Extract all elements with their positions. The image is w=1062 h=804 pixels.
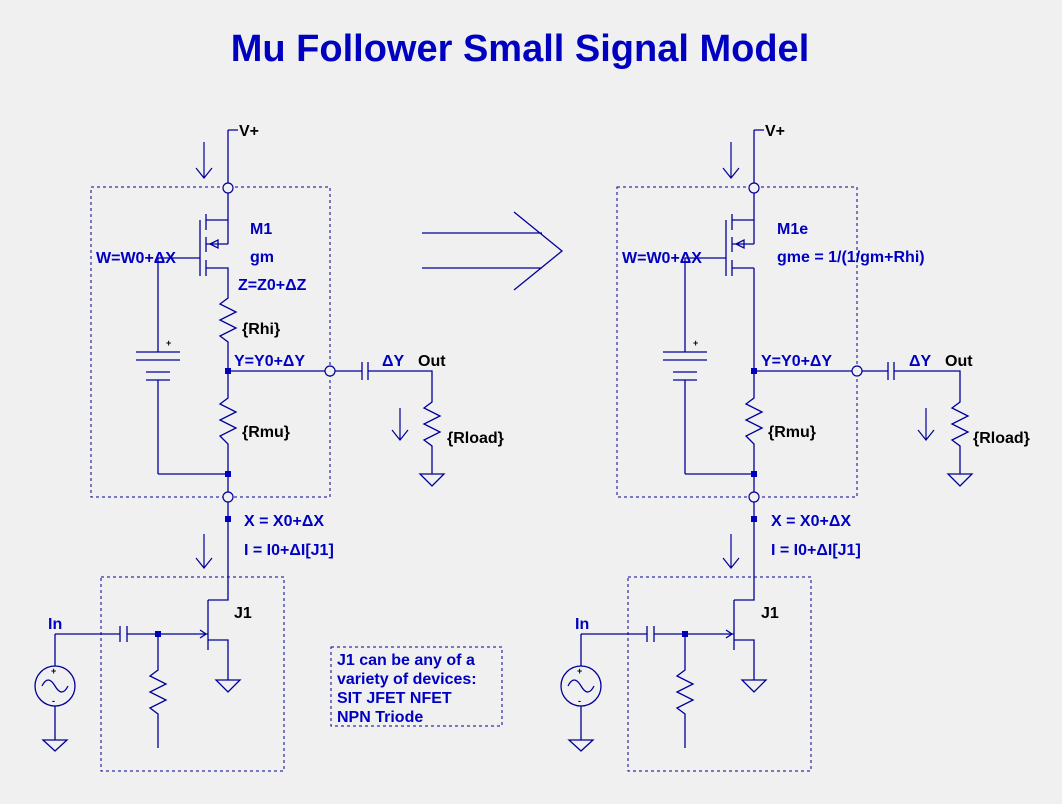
right-output-port [851,365,863,377]
left-rmu-resistor [218,374,238,474]
right-jfet-j1 [581,520,768,693]
left-rmu-label: {Rmu} [242,424,290,441]
right-rmu-label: {Rmu} [768,424,816,441]
left-rhi-label: {Rhi} [242,321,280,338]
left-rload-label: {Rload} [447,430,504,447]
svg-text:+: + [693,338,698,348]
left-in-label: In [48,616,62,633]
right-x-port [748,491,760,503]
left-current-arrow-mid [195,534,213,569]
right-mosfet-m1e [684,214,755,370]
note-box: J1 can be any of a variety of devices: S… [330,646,503,727]
right-output-wire [754,362,961,396]
left-dy-label: ΔY [382,353,405,370]
left-jfet-label: J1 [234,605,252,622]
left-current-arrow-top [195,142,213,179]
left-x-port [222,491,234,503]
right-vplus-label: V+ [765,123,785,140]
right-upper-box [616,186,858,498]
left-output-port [324,365,336,377]
left-upper-box [90,186,331,498]
right-rload-resistor [946,396,974,487]
left-y-label: Y=Y0+ΔY [234,353,305,370]
diagram-title: Mu Follower Small Signal Model [230,28,810,70]
left-lower-box [100,576,285,772]
note-line-1: J1 can be any of a [337,652,475,669]
left-jfet-j1 [55,520,242,693]
left-mosfet-name: M1 [250,221,272,238]
right-rmu-resistor [744,374,764,474]
left-z-label: Z=Z0+ΔZ [238,277,307,294]
left-vplus-label: V+ [239,123,259,140]
right-circuit: + + - V+ M1e gme = 1/(1/gm+Rhi) [560,123,1030,772]
transform-arrow [422,211,564,291]
svg-text:-: - [578,696,581,706]
right-out-label: Out [945,353,973,370]
left-mosfet-m1 [157,214,229,340]
note-line-2: variety of devices: [337,671,477,688]
right-current-arrow-load [917,408,935,441]
right-mosfet-param: gme = 1/(1/gm+Rhi) [777,249,925,266]
left-out-label: Out [418,353,446,370]
left-circuit: + + - [34,123,504,772]
right-signal-source: + - [560,634,602,752]
left-x-label: X = X0+ΔX [244,513,324,530]
left-vplus-port [222,182,234,194]
right-w-label: W=W0+ΔX [622,250,702,267]
left-vplus-wire [227,129,238,220]
note-line-4: NPN Triode [337,709,423,726]
right-battery: + [663,338,707,474]
right-dy-label: ΔY [909,353,932,370]
right-x-node [751,516,757,522]
left-rload-resistor [418,396,446,487]
right-x-label: X = X0+ΔX [771,513,851,530]
right-lower-box [627,576,812,772]
right-current-arrow-top [722,142,740,179]
left-signal-source: + - [34,634,76,752]
left-battery: + [136,338,180,474]
left-bottom-node [225,471,231,477]
left-mosfet-param: gm [250,249,274,266]
left-i-label: I = I0+ΔI[J1] [244,542,334,559]
right-bottom-node [751,471,757,477]
right-rload-label: {Rload} [973,430,1030,447]
left-current-arrow-load [391,408,409,441]
svg-text:-: - [52,696,55,706]
left-gate-resistor [148,634,168,748]
right-current-arrow-mid [722,534,740,569]
right-y-label: Y=Y0+ΔY [761,353,832,370]
right-mosfet-name: M1e [777,221,808,238]
svg-text:+: + [577,666,582,676]
svg-text:+: + [51,666,56,676]
note-line-3: SIT JFET NFET [337,690,452,707]
right-jfet-label: J1 [761,605,779,622]
left-x-node [225,516,231,522]
left-output-wire [228,362,433,396]
right-gate-resistor [675,634,695,748]
left-rhi-resistor [218,280,238,370]
right-in-label: In [575,616,589,633]
svg-text:+: + [166,338,171,348]
right-vplus-wire [753,129,764,220]
right-i-label: I = I0+ΔI[J1] [771,542,861,559]
right-vplus-port [748,182,760,194]
left-w-label: W=W0+ΔX [96,250,176,267]
